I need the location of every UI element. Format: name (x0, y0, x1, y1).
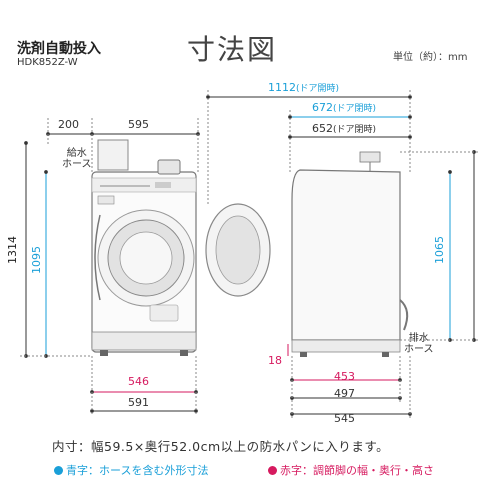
front-dimension-lines (20, 118, 200, 416)
front-total-height: 1314 (6, 236, 19, 264)
side-height-blue: 1065 (433, 236, 446, 264)
front-view-washer (91, 139, 197, 356)
front-height-incl-hose: 1095 (30, 246, 43, 274)
drain-hose-label: 排水 ホース (404, 333, 434, 355)
side-depth-door-open: 1112(ドア開時) (268, 81, 340, 94)
front-body-width: 595 (128, 118, 149, 131)
side-total-depth: 545 (334, 412, 355, 425)
side-depth-door-closed: 652(ドア閉時) (312, 122, 377, 135)
side-view-washer (205, 151, 409, 357)
legend-blue: 青字：ホースを含む外形寸法 (54, 462, 208, 478)
model-number: HDK852Z-W (17, 57, 78, 68)
front-hose-width: 200 (58, 118, 79, 131)
red-dot-icon (268, 466, 277, 475)
product-name: 洗剤自動投入 (17, 41, 101, 57)
front-body-bottom-width: 591 (128, 396, 149, 409)
side-foot-height: 18 (268, 354, 282, 367)
side-depth-door-closed-blue: 672(ドア閉時) (312, 101, 377, 114)
side-foot-depth: 453 (334, 370, 355, 383)
front-foot-width: 546 (128, 375, 149, 388)
unit-label: 単位（約）：mm (393, 52, 468, 63)
legend-red: 赤字：調節脚の幅・奥行・高さ (268, 462, 434, 478)
blue-dot-icon (54, 466, 63, 475)
waterproof-pan-note: 内寸：幅59.5×奥行52.0cm以上の防水パンに入ります。 (52, 439, 390, 454)
water-hose-label: 給水 ホース (62, 148, 92, 170)
page-title: 寸法図 (187, 33, 278, 66)
side-body-depth: 497 (334, 387, 355, 400)
side-dimension-lines (206, 90, 480, 418)
